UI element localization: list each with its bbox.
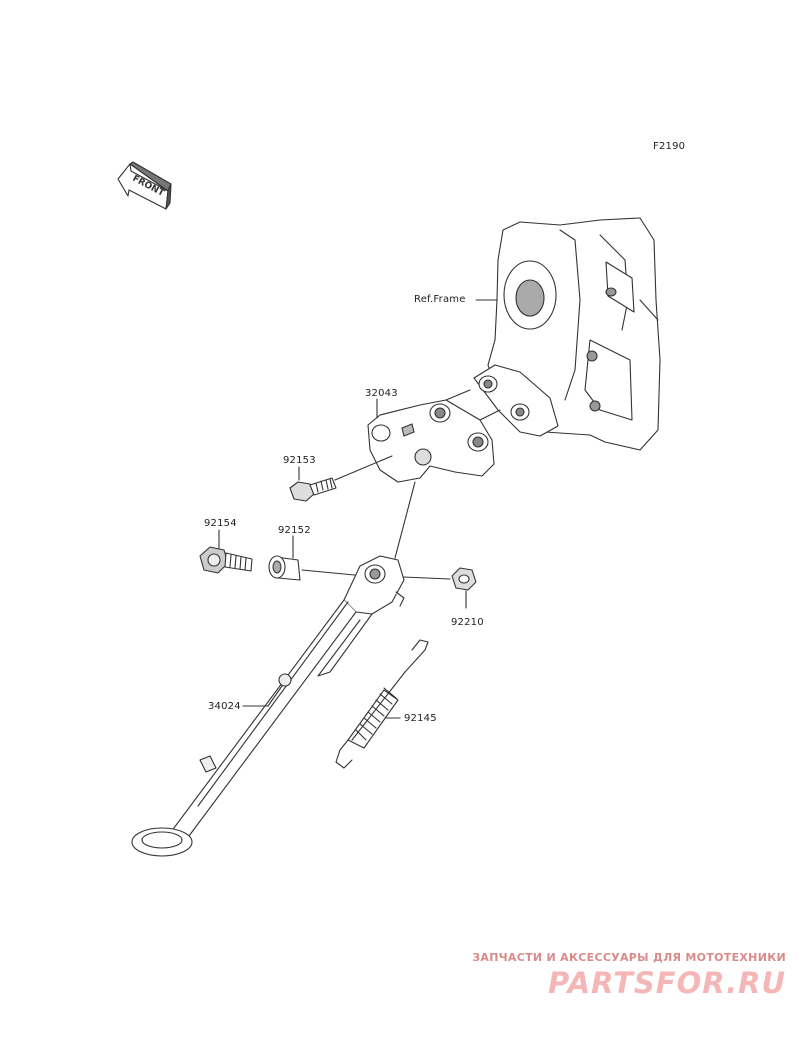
nut-92210 [451,567,477,591]
part-label-92210[interactable]: 92210 [451,617,484,628]
part-label-92154[interactable]: 92154 [204,518,237,529]
side-stand-34024 [131,555,405,857]
part-label-92153[interactable]: 92153 [283,455,316,466]
collar-92152 [268,555,301,581]
bolt-92153 [289,477,337,502]
collar-axis [301,569,366,577]
ref-frame-label: Ref.Frame [414,294,466,305]
part-label-92152[interactable]: 92152 [278,525,311,536]
part-label-32043[interactable]: 32043 [365,388,398,399]
diagram-code: F2190 [653,141,686,152]
bolt-92153-axis [334,455,393,481]
bracket-32043 [367,389,501,483]
front-arrow-icon: FRONT [117,161,172,210]
leader-lines [218,398,467,719]
part-label-34024[interactable]: 34024 [208,701,241,712]
spring-92145 [335,639,429,769]
assembly-line [394,481,416,559]
watermark-brand: PARTSFOR.RU [548,966,786,1000]
part-label-92145[interactable]: 92145 [404,713,437,724]
frame-reference [473,217,661,451]
nut-axis [402,576,451,580]
watermark-tagline: ЗАПЧАСТИ И АКСЕССУАРЫ ДЛЯ МОТОТЕХНИКИ [472,951,786,964]
bolt-92154 [199,546,253,574]
